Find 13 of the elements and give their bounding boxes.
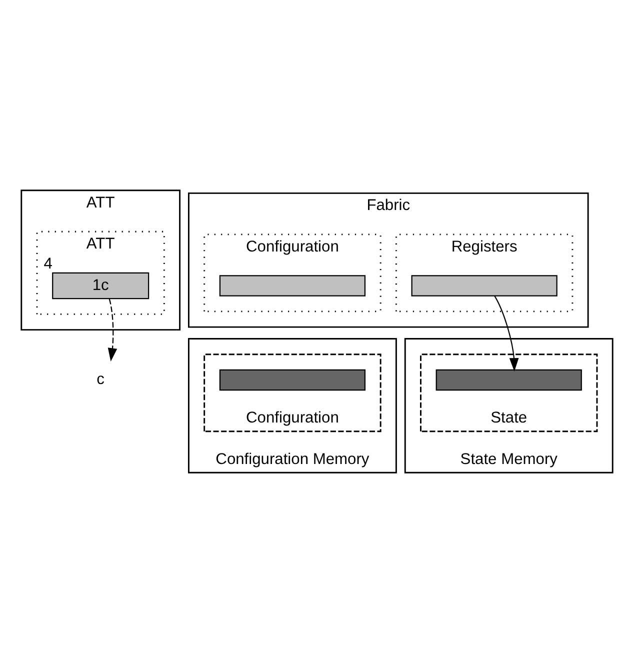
arrow — [108, 298, 118, 361]
node-bar — [436, 368, 582, 390]
node-box: 1c — [52, 272, 150, 299]
cluster: Configuration — [204, 233, 382, 312]
node-bar — [219, 368, 366, 390]
node-label: 4 — [44, 255, 53, 272]
node-bar — [411, 274, 558, 296]
cluster: Configuration — [204, 353, 382, 432]
cluster: Registers — [395, 233, 574, 312]
cluster: State — [420, 353, 598, 432]
node-text: c — [96, 370, 104, 388]
arrow — [494, 295, 519, 371]
node-bar — [219, 274, 366, 296]
